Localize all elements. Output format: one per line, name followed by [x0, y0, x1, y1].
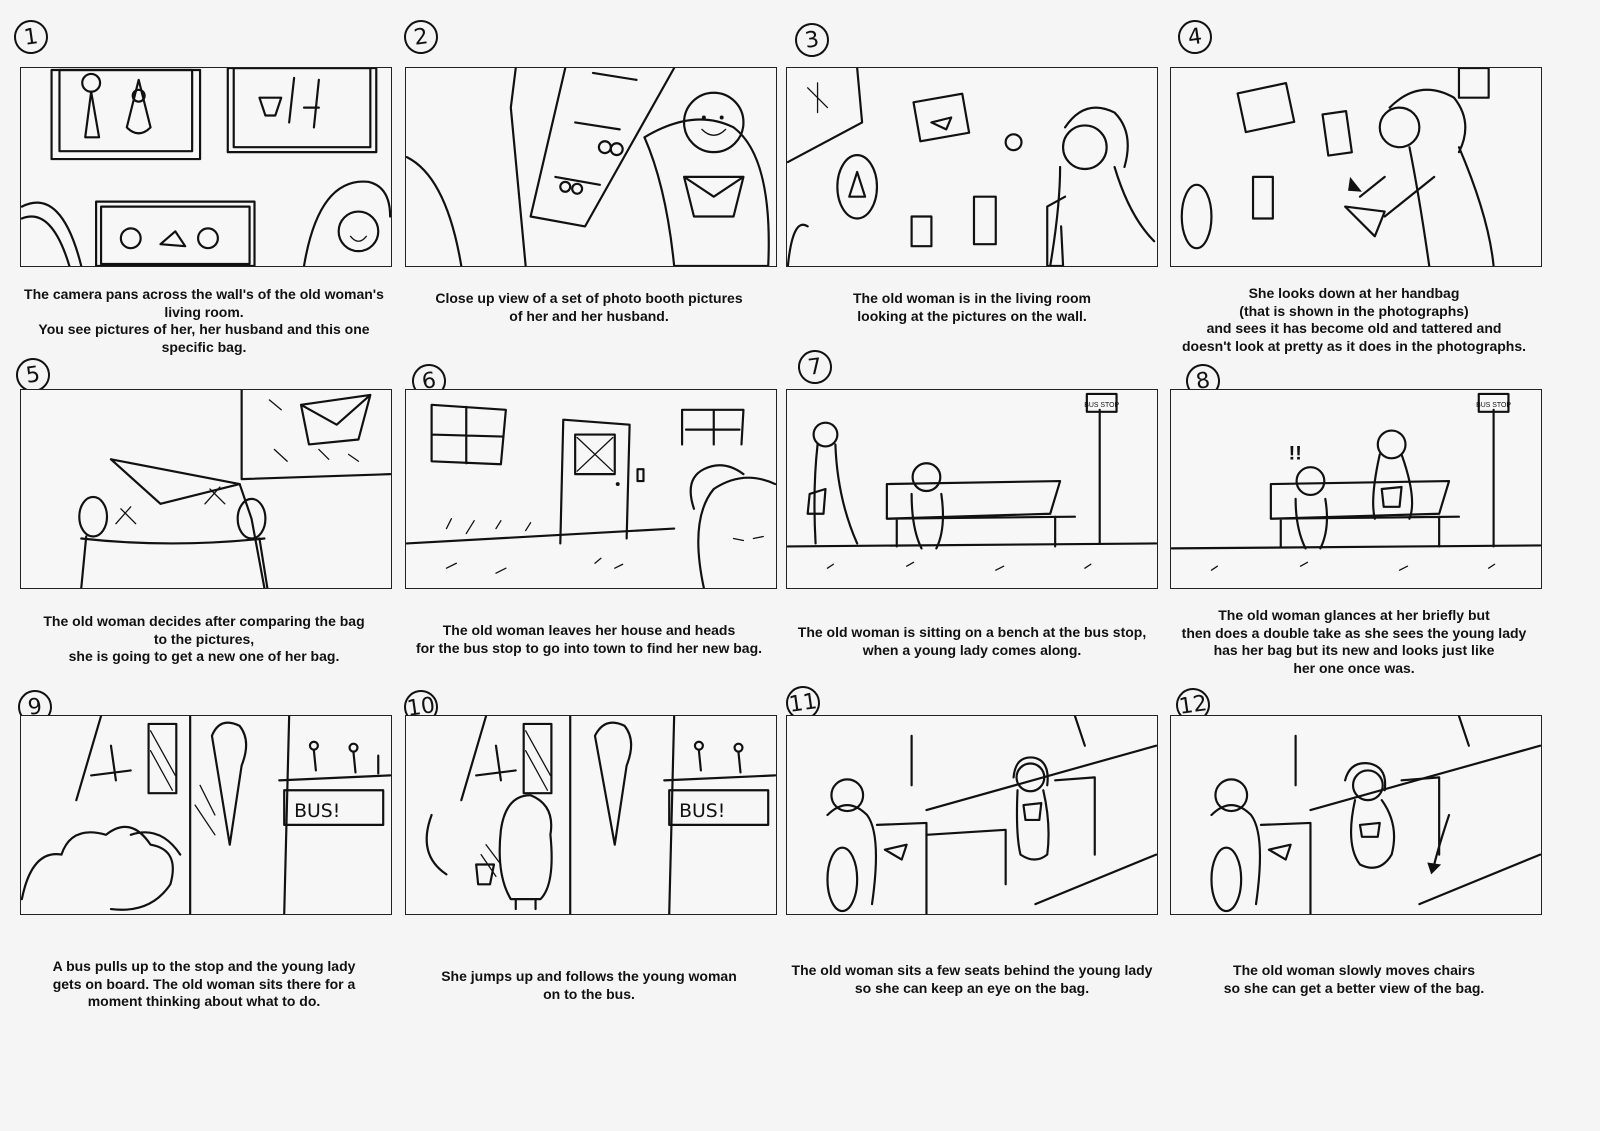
- caption-line: specific bag.: [161, 338, 247, 355]
- caption-line: Close up view of a set of photo booth pi…: [435, 290, 743, 306]
- sketch-frame: BUS!: [405, 715, 777, 915]
- sketch-frame: [405, 389, 777, 589]
- caption-line: She jumps up and follows the young woman: [441, 968, 737, 984]
- caption-line: so she can get a better view of the bag.: [1223, 979, 1485, 996]
- bus-shout: BUS!: [679, 801, 725, 822]
- panel-caption: The old woman decides after comparing th…: [8, 613, 400, 666]
- caption-line: gets on board. The old woman sits there …: [52, 975, 356, 992]
- caption-line: on to the bus.: [543, 985, 635, 1002]
- caption-line: looking at the pictures on the wall.: [857, 307, 1087, 324]
- panel-number: 7: [795, 347, 835, 387]
- sketch-frame: [20, 389, 392, 589]
- panel-caption: Close up view of a set of photo booth pi…: [393, 290, 785, 325]
- sketch-frame: BUS STOP: [786, 389, 1158, 589]
- caption-line: She looks down at her handbag: [1248, 285, 1460, 301]
- panel-caption: A bus pulls up to the stop and the young…: [8, 958, 400, 1011]
- panel-caption: She looks down at her handbag (that is s…: [1158, 285, 1550, 355]
- panel-caption: The old woman is sitting on a bench at t…: [776, 624, 1168, 659]
- double-take-exclaim: !!: [1289, 442, 1302, 464]
- sketch-frame: [1170, 67, 1542, 267]
- sketch-frame: [405, 67, 777, 267]
- panel-caption: The old woman glances at her briefly but…: [1158, 607, 1550, 677]
- caption-line: The old woman is in the living room: [852, 290, 1091, 306]
- panel-number: 1: [11, 17, 51, 57]
- caption-line: when a young lady comes along.: [862, 641, 1082, 658]
- panel-caption: The camera pans across the wall's of the…: [8, 286, 400, 356]
- caption-line: (that is shown in the photographs): [1239, 302, 1469, 319]
- caption-line: she is going to get a new one of her bag…: [68, 648, 340, 664]
- sketch-frame: BUS!: [20, 715, 392, 915]
- caption-line: so she can keep an eye on the bag.: [854, 979, 1090, 996]
- panel-caption: The old woman leaves her house and heads…: [393, 622, 785, 657]
- caption-line: You see pictures of her, her husband and…: [38, 321, 370, 337]
- caption-line: doesn't look at pretty as it does in the…: [1181, 337, 1527, 354]
- caption-line: has her bag but its new and looks just l…: [1213, 642, 1495, 658]
- caption-line: The old woman decides after comparing th…: [43, 613, 365, 629]
- caption-line: moment thinking about what to do.: [87, 993, 321, 1009]
- sketch-frame: [1170, 715, 1542, 915]
- bus-shout: BUS!: [294, 801, 340, 822]
- panel-number: 2: [401, 17, 441, 57]
- caption-line: The old woman slowly moves chairs: [1233, 962, 1475, 978]
- panel-caption: She jumps up and follows the young woman…: [393, 968, 785, 1003]
- bus-stop-sign: BUS STOP: [1084, 402, 1119, 409]
- panel-number: 3: [792, 20, 832, 60]
- panel-caption: The old woman is in the living room look…: [776, 290, 1168, 325]
- panel-number: 4: [1175, 17, 1215, 57]
- caption-line: The old woman leaves her house and heads: [442, 622, 736, 638]
- caption-line: The camera pans across the wall's of the…: [24, 286, 384, 302]
- caption-line: The old woman is sitting on a bench at t…: [797, 624, 1147, 640]
- caption-line: then does a double take as she sees the …: [1181, 624, 1527, 641]
- sketch-frame: !! BUS STOP: [1170, 389, 1542, 589]
- sketch-frame: [786, 715, 1158, 915]
- panel-caption: The old woman sits a few seats behind th…: [776, 962, 1168, 997]
- caption-line: her one once was.: [1293, 659, 1415, 676]
- caption-line: The old woman glances at her briefly but: [1218, 607, 1490, 623]
- caption-line: for the bus stop to go into town to find…: [415, 639, 763, 656]
- bus-stop-sign: BUS STOP: [1476, 402, 1511, 409]
- caption-line: A bus pulls up to the stop and the young…: [52, 958, 356, 974]
- caption-line: and sees it has become old and tattered …: [1206, 320, 1502, 336]
- panel-caption: The old woman slowly moves chairs so she…: [1158, 962, 1550, 997]
- caption-line: living room.: [164, 303, 244, 320]
- sketch-frame: [786, 67, 1158, 267]
- caption-line: to the pictures,: [153, 630, 255, 647]
- sketch-frame: [20, 67, 392, 267]
- caption-line: of her and her husband.: [509, 307, 669, 324]
- caption-line: The old woman sits a few seats behind th…: [791, 962, 1153, 978]
